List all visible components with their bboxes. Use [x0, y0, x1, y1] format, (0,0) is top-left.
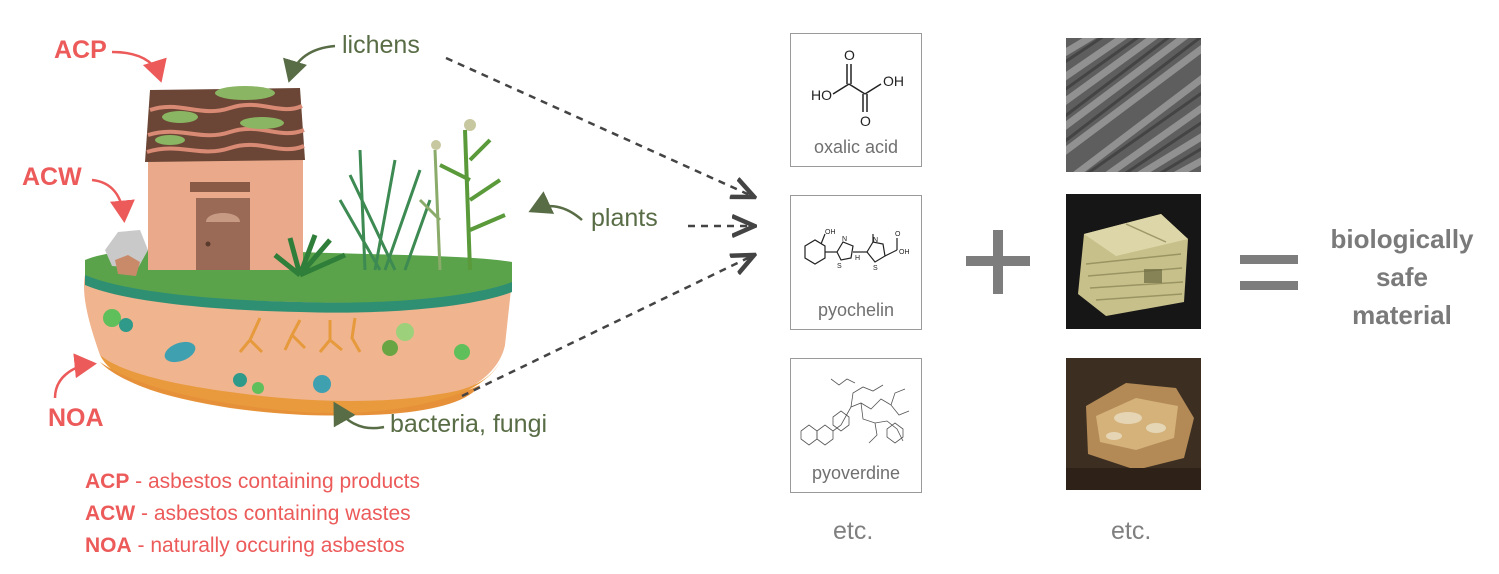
legend-item-acp: ACP - asbestos containing products — [85, 466, 420, 498]
oxalic-acid-structure: HO OH O O — [811, 47, 904, 129]
rock-texture — [1066, 358, 1201, 490]
result-line: material — [1352, 300, 1452, 330]
noa-arrow — [53, 353, 97, 399]
plant-roots — [238, 317, 362, 354]
molecule-oxalic-acid: HO OH O O oxalic acid — [790, 33, 922, 167]
acw-label: ACW — [22, 163, 82, 191]
legend-item-noa: NOA - naturally occuring asbestos — [85, 530, 420, 562]
legend-abbr: NOA — [85, 534, 132, 557]
acp-label: ACP — [54, 36, 107, 64]
roof-sheet-texture — [1066, 38, 1201, 172]
molecule-name: pyoverdine — [811, 463, 901, 483]
atom-label: N — [842, 236, 847, 243]
pyochelin-structure: OH N S H N S OH O — [804, 229, 910, 272]
lichens-arrow — [283, 44, 336, 83]
atom-label: S — [873, 265, 878, 272]
plus-sign: + — [966, 230, 1030, 294]
legend-text: - naturally occuring asbestos — [131, 534, 405, 557]
result-line: safe — [1375, 262, 1429, 292]
legend-abbr: ACW — [85, 502, 136, 525]
atom-label: HO — [811, 87, 832, 103]
asbestos-fiber-block-photo — [1066, 194, 1201, 329]
plus-vertical — [993, 230, 1003, 294]
microbes-arrow — [333, 401, 385, 430]
microbes — [103, 309, 470, 394]
legend-text: - asbestos containing products — [129, 470, 421, 493]
house — [145, 86, 305, 270]
molecule-name: oxalic acid — [813, 137, 899, 157]
noa-label: NOA — [48, 404, 104, 432]
acw-arrow — [91, 178, 135, 223]
microbes-label: bacteria, fungi — [390, 410, 548, 438]
atom-label: OH — [883, 73, 904, 89]
plants-group — [273, 119, 506, 278]
atom-label: S — [837, 263, 842, 270]
etc-materials: etc. — [1111, 517, 1152, 545]
molecule-pyochelin: OH N S H N S OH O pyochelin — [790, 195, 922, 330]
atom-label: O — [895, 231, 901, 238]
equals-bottom-bar — [1240, 281, 1298, 290]
plants-label: plants — [591, 204, 658, 232]
naturally-occurring-asbestos-rock-photo — [1066, 358, 1201, 490]
lichens-connector — [445, 56, 752, 196]
result-line: biologically — [1330, 224, 1474, 254]
legend-text: - asbestos containing wastes — [135, 502, 411, 525]
legend-item-acw: ACW - asbestos containing wastes — [85, 498, 420, 530]
etc-molecules: etc. — [833, 517, 874, 545]
fiber-block-texture — [1066, 194, 1201, 329]
plants-arrow — [528, 191, 583, 221]
acp-arrow — [111, 50, 167, 83]
legend-abbr: ACP — [85, 470, 130, 493]
asbestos-roof-sheet-photo — [1066, 38, 1201, 172]
atom-label: H — [855, 255, 860, 262]
atom-label: OH — [825, 229, 836, 236]
result-label: biologically safe material — [1318, 220, 1486, 334]
microbes-connector — [461, 256, 752, 398]
asbestos-waste-rocks — [105, 230, 148, 276]
asbestos-environment-illustration — [53, 44, 583, 430]
equals-top-bar — [1240, 255, 1298, 264]
legend: ACP - asbestos containing products ACW -… — [85, 466, 420, 562]
pyoverdine-structure — [800, 378, 910, 446]
molecule-name: pyochelin — [817, 300, 895, 320]
molecule-pyoverdine: pyoverdine — [790, 358, 922, 493]
atom-label: OH — [899, 249, 910, 256]
atom-label: O — [844, 47, 855, 63]
equals-sign: = — [1240, 255, 1298, 291]
atom-label: O — [860, 113, 871, 129]
lichens-label: lichens — [342, 31, 420, 59]
atom-label: N — [873, 237, 878, 244]
